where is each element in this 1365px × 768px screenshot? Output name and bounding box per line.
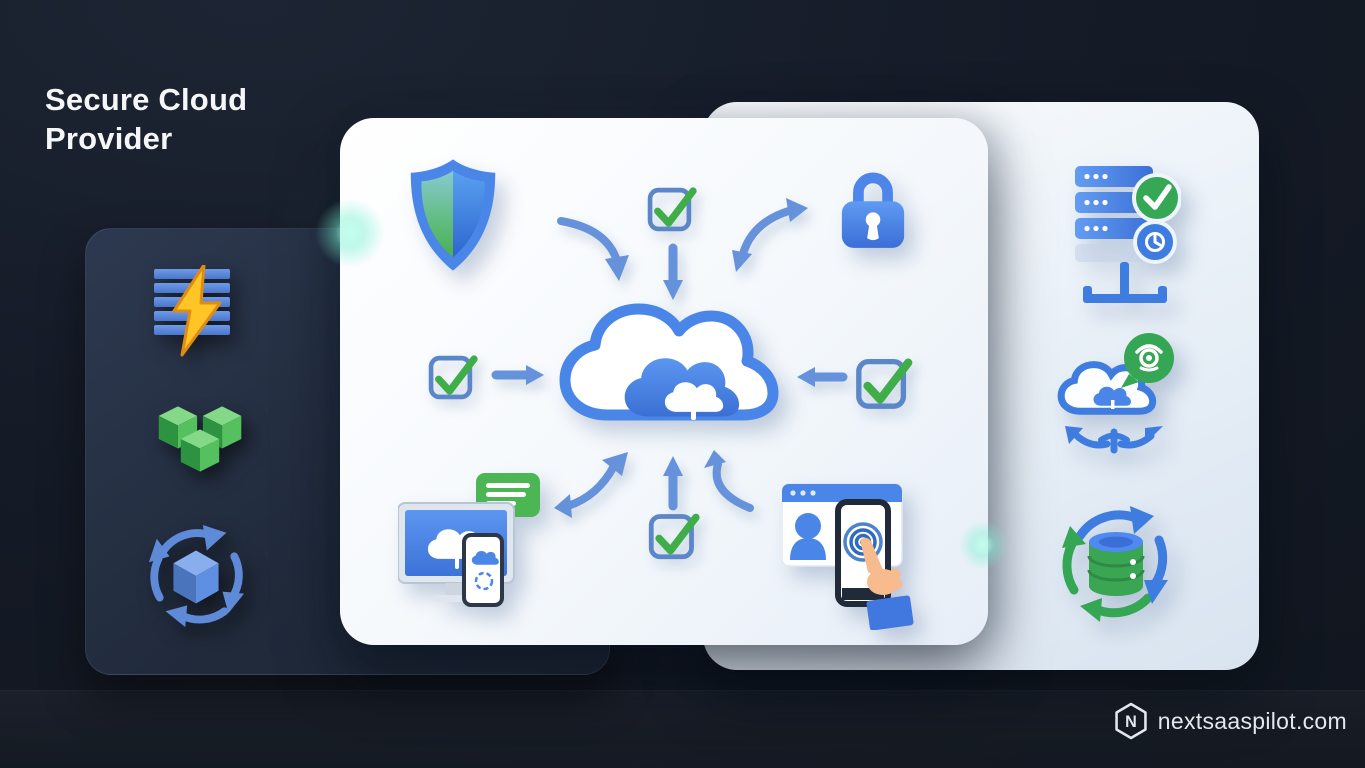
sleeve-cuff [866, 595, 914, 630]
pointing-hand-icon [860, 537, 914, 630]
cloud-monitoring-icon [1057, 333, 1174, 454]
arrow-down-icon [663, 243, 683, 300]
arrow-access-to-cloud-icon [704, 450, 754, 512]
page-title: Secure Cloud Provider [45, 82, 248, 157]
arrow-right-icon [491, 365, 544, 385]
database-sync-icon [1062, 506, 1168, 622]
arrow-devices-cloud-icon [554, 452, 628, 518]
bottom-band [0, 690, 1365, 768]
user-avatar-icon [795, 513, 821, 539]
checkbox-bottom-icon [648, 513, 700, 560]
check-badge-icon [1132, 173, 1181, 223]
cloud-icon [559, 303, 779, 421]
checkbox-right-icon [856, 358, 913, 409]
padlock-icon [841, 172, 905, 248]
phone-icon [462, 533, 504, 607]
arrow-left-icon [797, 367, 848, 387]
firewall-performance-icon [154, 265, 230, 357]
arrow-up-icon [663, 456, 683, 511]
logo-letter: N [1125, 713, 1137, 731]
hexagon-logo-icon: N [1115, 702, 1147, 740]
security-shield-icon [410, 159, 496, 271]
storage-cubes-icon [158, 406, 242, 472]
watermark-text: nextsaaspilot.com [1157, 707, 1347, 734]
server-uptime-icon [1075, 166, 1181, 303]
checkbox-top-icon [647, 187, 697, 232]
secure-access-icon [782, 483, 914, 630]
package-lifecycle-icon [148, 524, 245, 627]
watermark: N nextsaaspilot.com [1114, 702, 1347, 740]
checkbox-left-icon [428, 355, 478, 400]
arrow-shield-to-cloud-icon [557, 217, 629, 281]
cloud-diagram-panel [340, 118, 988, 645]
arrow-cloud-lock-icon [732, 198, 808, 272]
device-sync-icon [398, 473, 540, 607]
